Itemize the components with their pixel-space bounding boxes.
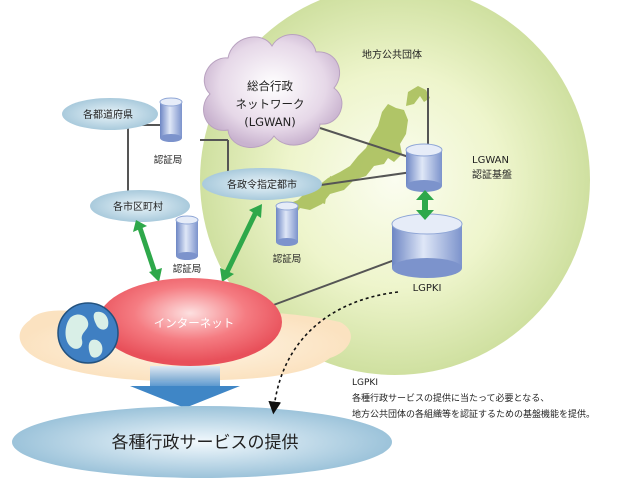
city-cert-label: 認証局 <box>273 253 302 265</box>
caption-line-1: 各種行政サービスの提供に当たって必要となる、 <box>352 392 549 404</box>
lgpki-label: LGPKI <box>413 283 442 294</box>
municipality-cert-label: 認証局 <box>173 263 202 275</box>
prefectures-label: 各都道府県 <box>83 108 133 121</box>
caption-title: LGPKI <box>352 378 378 388</box>
internet-label: インターネット <box>154 316 235 330</box>
arrows-green <box>133 190 434 282</box>
designated-cities-ellipse <box>202 168 322 200</box>
infra-to-lgpki-arrow-icon <box>416 190 434 220</box>
globe-icon <box>57 302 119 364</box>
prefecture-cert-server-icon <box>159 97 183 142</box>
prefectures-ellipse <box>62 98 158 130</box>
services-ellipse <box>12 406 392 478</box>
network-lines <box>127 88 429 311</box>
lgwan-label-1: 総合行政 <box>247 79 293 93</box>
local-gov-label: 地方公共団体 <box>362 48 422 61</box>
lgpki-server-icon <box>391 213 463 278</box>
lgwan-label-3: (LGWAN) <box>244 115 296 129</box>
lgwan-infra-server-icon <box>405 143 443 192</box>
japan-map-icon <box>280 86 430 218</box>
lgwan-infra-label-1: LGWAN <box>472 155 509 166</box>
caption-line-2: 地方公共団体の各組織等を認証するための基盤機能を提供。 <box>352 408 595 420</box>
municipalities-ellipse <box>90 190 190 222</box>
city-internet-arrow-icon <box>220 204 262 282</box>
lgpki-to-services-dotted-arrow <box>268 291 399 415</box>
services-label: 各種行政サービスの提供 <box>112 433 299 453</box>
city-cert-server-icon <box>275 201 299 246</box>
municipality-internet-arrow-icon <box>133 220 162 282</box>
lgwan-infra-label-2: 認証基盤 <box>472 168 512 181</box>
lgwan-cloud <box>203 34 343 148</box>
municipality-cert-server-icon <box>175 215 199 260</box>
lgwan-label-2: ネットワーク <box>236 97 305 111</box>
internet-ellipse <box>98 278 282 366</box>
designated-cities-label: 各政令指定都市 <box>227 178 297 191</box>
prefecture-cert-label: 認証局 <box>154 154 183 166</box>
municipalities-label: 各市区町村 <box>113 200 163 213</box>
down-arrow-icon <box>130 366 240 408</box>
